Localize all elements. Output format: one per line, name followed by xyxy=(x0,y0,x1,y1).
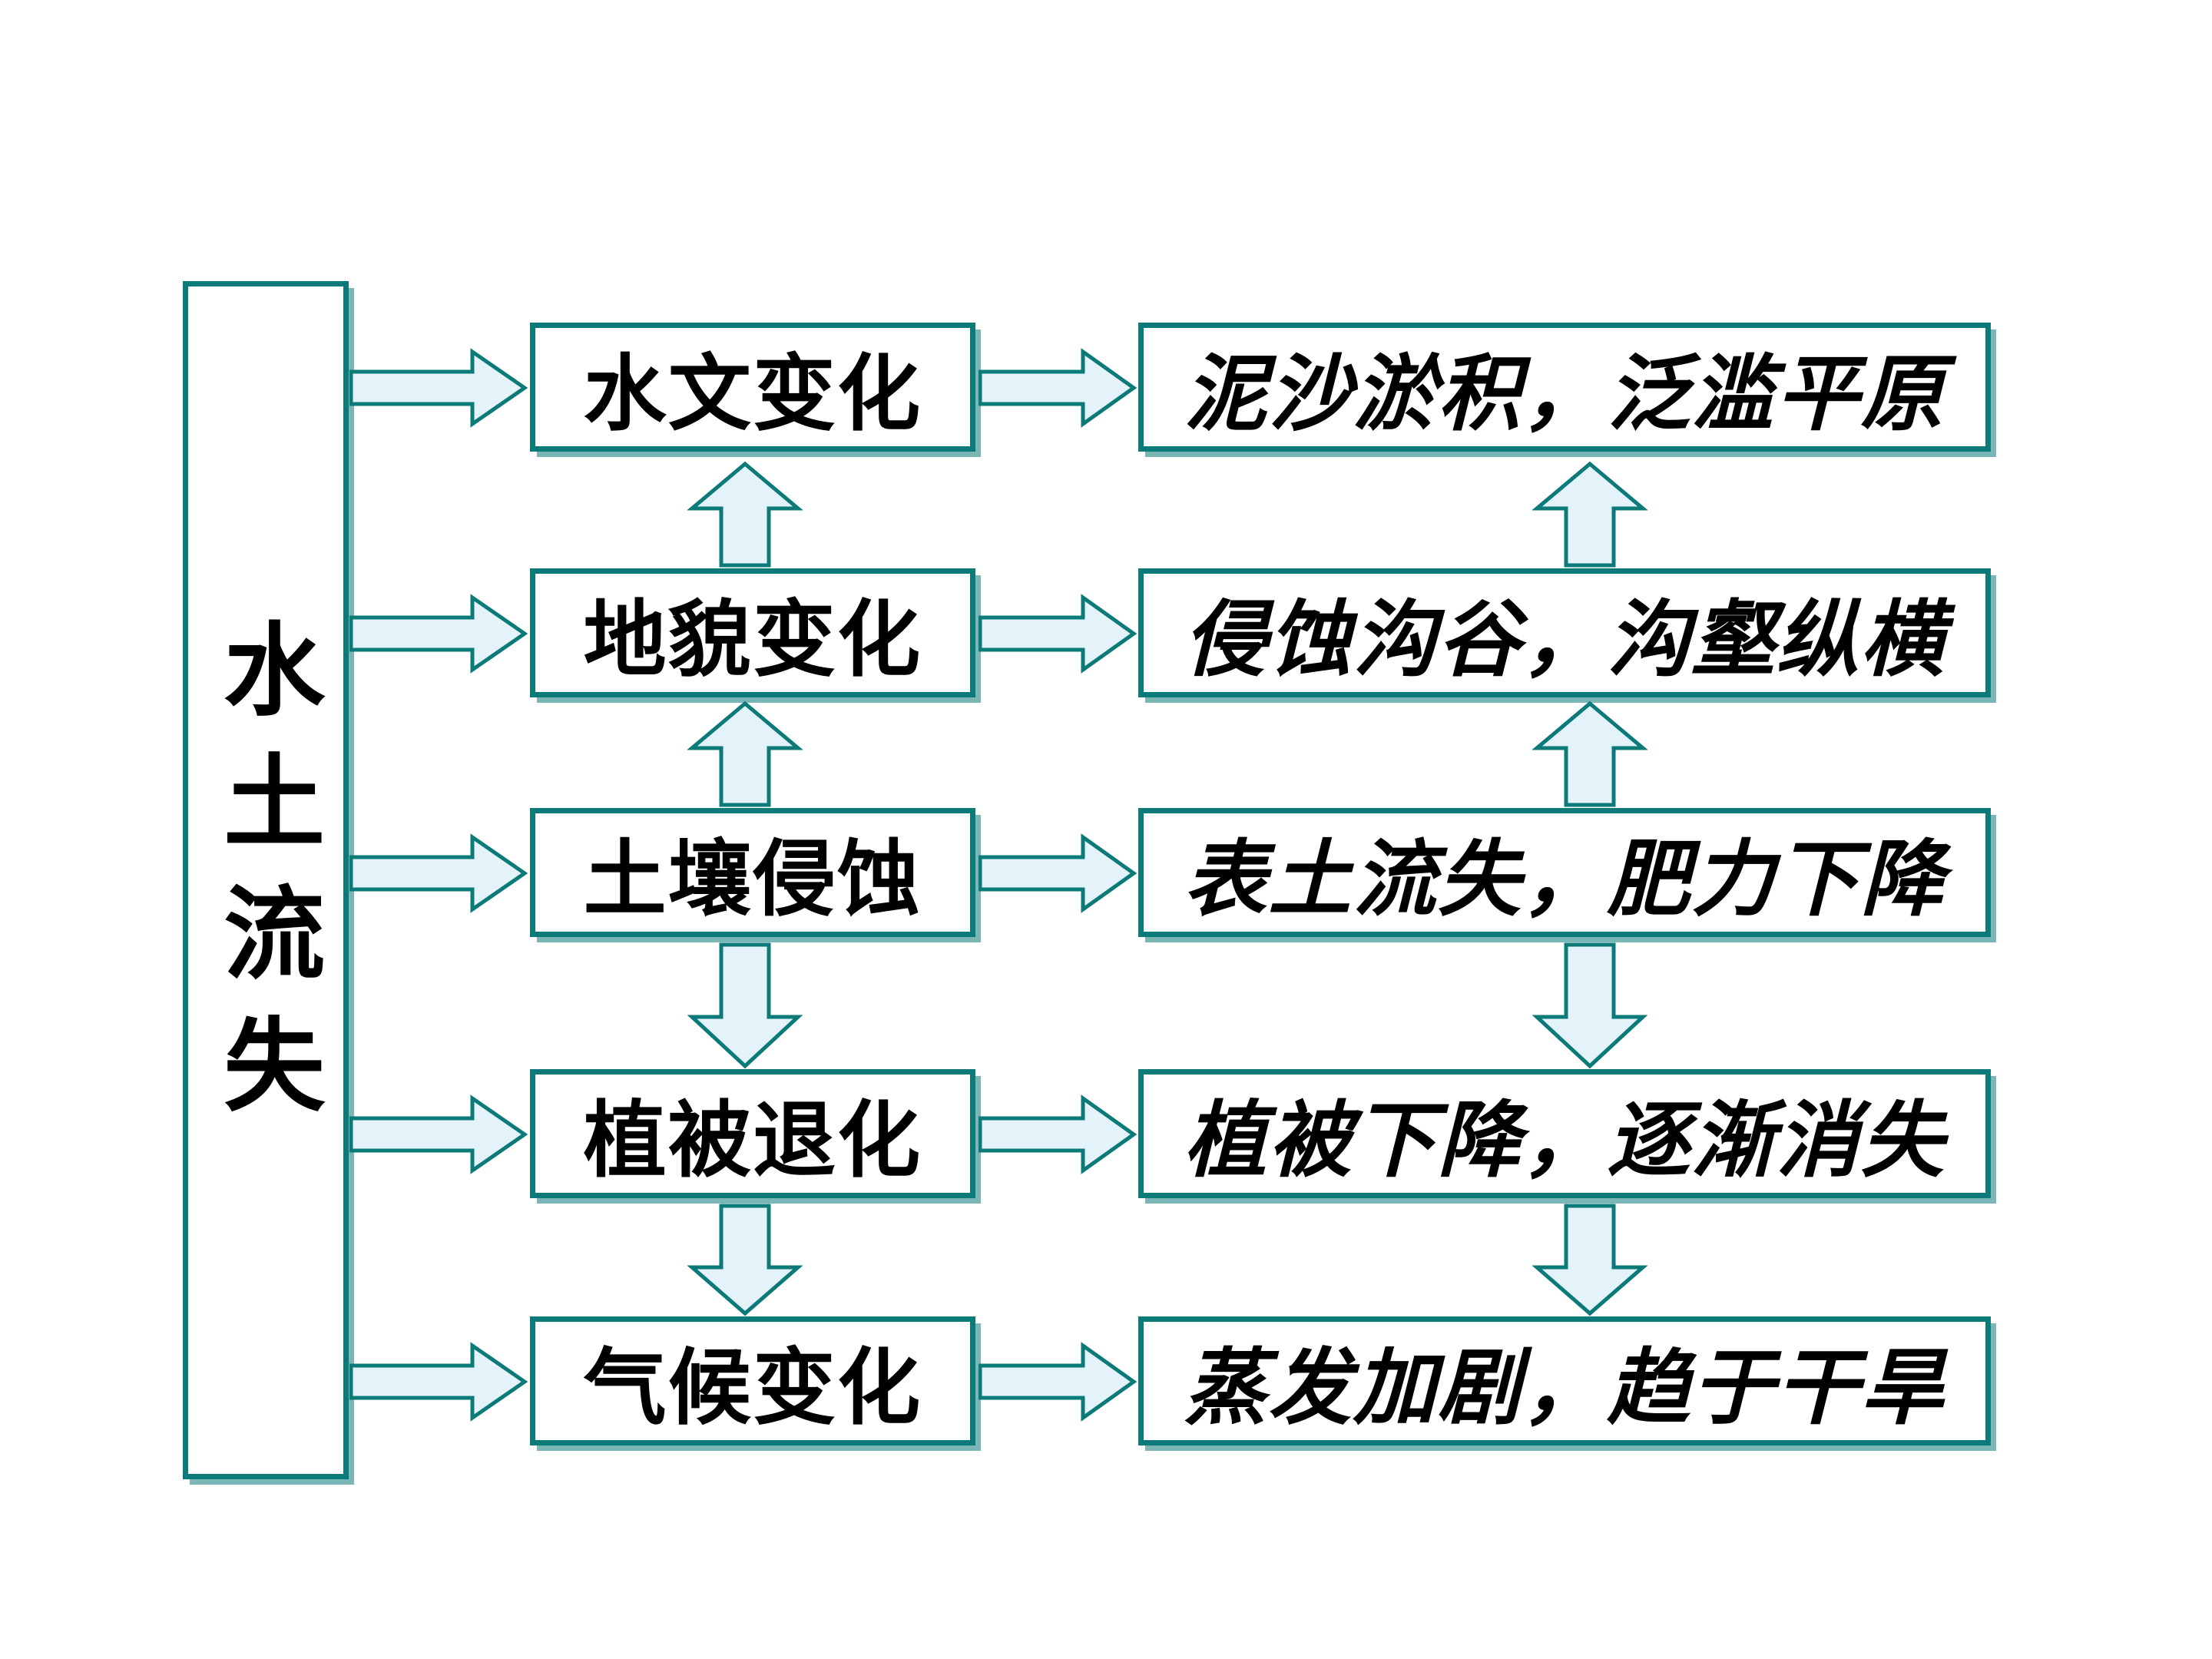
arrow-up-topsoil-loss-to-gullies xyxy=(1532,700,1647,808)
arrow-climate-to-drought xyxy=(979,1341,1137,1422)
middle-node-hydrology-change[interactable]: 水文变化 xyxy=(530,323,975,452)
arrow-up-soil-erosion-to-landform xyxy=(687,700,803,808)
middle-node-soil-erosion[interactable]: 土壤侵蚀 xyxy=(530,808,975,937)
middle-node-label: 地貌变化 xyxy=(583,591,922,688)
right-node-label: 蒸发加剧，趋于干旱 xyxy=(1184,1339,1945,1436)
right-node-label: 表土流失，肥力下降 xyxy=(1184,831,1945,928)
arrow-down-vegetation-decline-to-drought xyxy=(1532,1203,1647,1316)
right-node-topsoil-loss[interactable]: 表土流失，肥力下降 xyxy=(1138,808,1991,937)
arrow-soil-erosion-to-topsoil-loss xyxy=(979,833,1137,914)
arrow-up-gullies-to-sediment xyxy=(1532,461,1647,568)
middle-node-vegetation-degradation[interactable]: 植被退化 xyxy=(530,1069,975,1198)
arrow-up-landform-to-hydrology xyxy=(687,461,803,568)
arrow-source-to-hydrology xyxy=(349,347,528,429)
arrow-source-to-landform xyxy=(349,593,528,674)
right-node-vegetation-decline[interactable]: 植被下降，逐渐消失 xyxy=(1138,1069,1991,1198)
middle-node-label: 植被退化 xyxy=(583,1092,922,1189)
right-node-erosion-gullies[interactable]: 侵蚀沟谷，沟壑纵横 xyxy=(1138,568,1991,697)
middle-node-label: 气候变化 xyxy=(583,1339,922,1436)
right-node-label: 植被下降，逐渐消失 xyxy=(1184,1092,1945,1189)
middle-node-landform-change[interactable]: 地貌变化 xyxy=(530,568,975,697)
right-node-evaporation-drought[interactable]: 蒸发加剧，趋于干旱 xyxy=(1138,1316,1991,1445)
arrow-source-to-vegetation xyxy=(349,1094,528,1175)
right-node-sediment-deposition[interactable]: 泥沙淤积，泛滥平原 xyxy=(1138,323,1991,452)
arrow-down-vegetation-to-climate xyxy=(687,1203,803,1316)
arrow-source-to-soil-erosion xyxy=(349,833,528,914)
arrow-vegetation-to-vegetation-loss xyxy=(979,1094,1137,1175)
arrow-down-soil-erosion-to-vegetation xyxy=(687,942,803,1069)
arrow-hydrology-to-sediment xyxy=(979,347,1137,429)
source-node-soil-erosion[interactable]: 水土流失 xyxy=(183,281,349,1479)
arrow-source-to-climate xyxy=(349,1341,528,1422)
middle-node-climate-change[interactable]: 气候变化 xyxy=(530,1316,975,1445)
arrow-down-topsoil-loss-to-vegetation-decline xyxy=(1532,942,1647,1069)
right-node-label: 泥沙淤积，泛滥平原 xyxy=(1184,346,1945,442)
arrow-landform-to-gullies xyxy=(979,593,1137,674)
source-node-label: 水土流失 xyxy=(206,616,326,1144)
right-node-label: 侵蚀沟谷，沟壑纵横 xyxy=(1184,591,1945,688)
middle-node-label: 土壤侵蚀 xyxy=(583,831,922,928)
middle-node-label: 水文变化 xyxy=(583,346,922,442)
